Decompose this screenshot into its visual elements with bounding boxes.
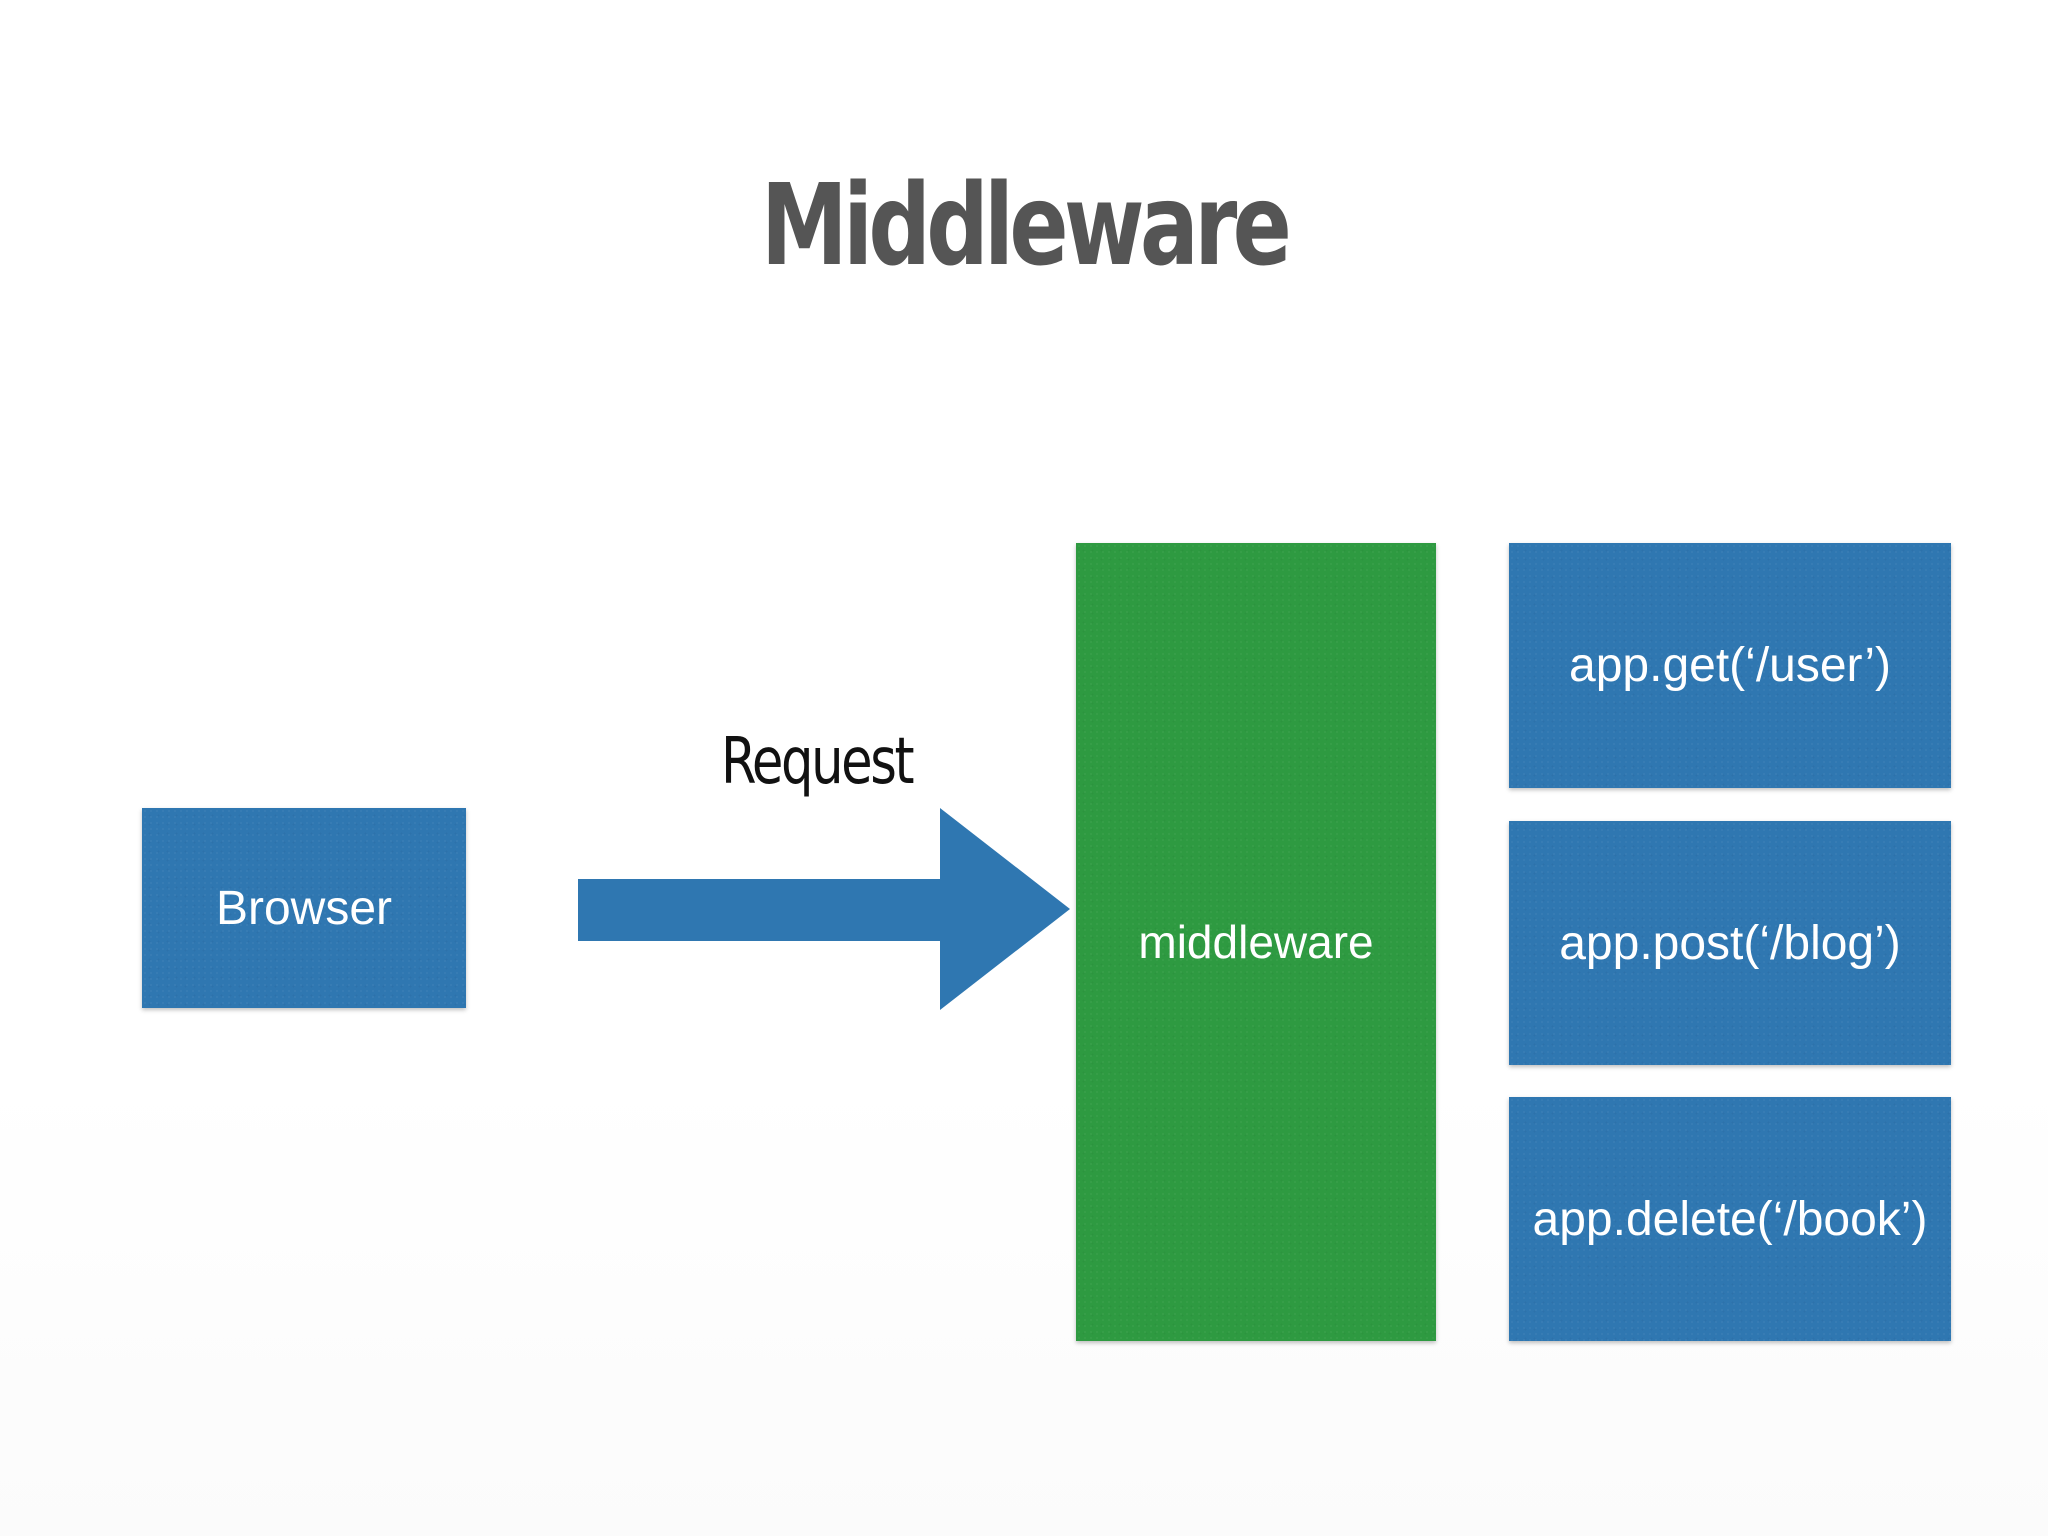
route-box-post-blog: app.post(‘/blog’) [1509, 821, 1951, 1065]
route-box-delete-book: app.delete(‘/book’) [1509, 1097, 1951, 1341]
route-box-get-user: app.get(‘/user’) [1509, 543, 1951, 788]
middleware-label: middleware [1138, 916, 1374, 968]
browser-label: Browser [215, 881, 393, 935]
route-label: app.post(‘/blog’) [1559, 916, 1901, 970]
route-label: app.get(‘/user’) [1569, 639, 1891, 692]
slide-title: Middleware [760, 161, 1292, 291]
request-arrow-shape [578, 808, 1070, 1010]
route-label: app.delete(‘/book’) [1532, 1192, 1928, 1246]
middleware-box: middleware [1076, 543, 1436, 1341]
browser-box: Browser [142, 808, 466, 1008]
request-label: Request [721, 725, 915, 799]
request-arrow-icon [578, 808, 1070, 1010]
